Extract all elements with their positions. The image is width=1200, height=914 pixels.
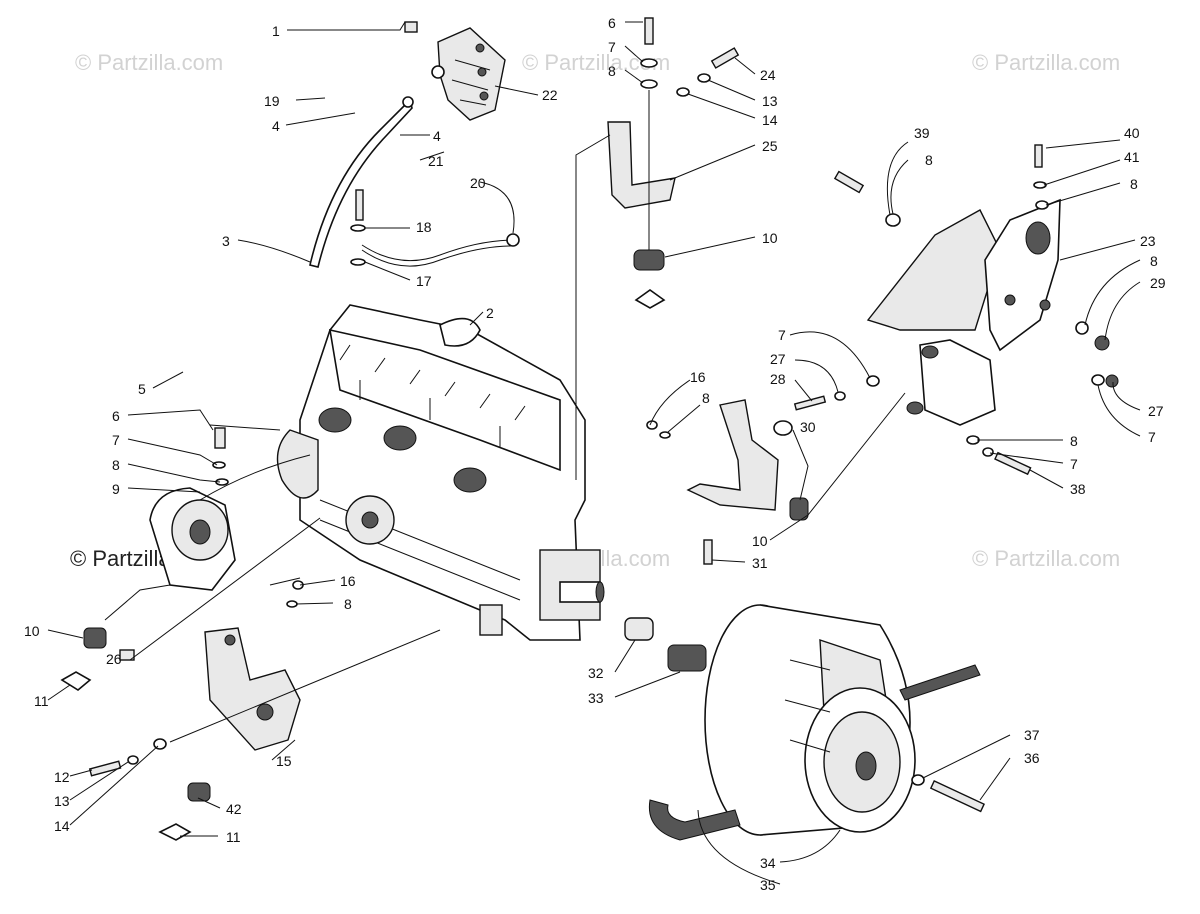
callout-label: 17	[416, 273, 432, 289]
callout-label: 26	[106, 651, 122, 667]
callout-label: 37	[1024, 727, 1040, 743]
callout-label: 23	[1140, 233, 1156, 249]
side-bracket	[646, 399, 809, 565]
ground-strap	[350, 189, 520, 267]
watermark: © Partzilla.com	[972, 50, 1120, 75]
callout-label: 8	[344, 596, 352, 612]
callout-label: 35	[760, 877, 776, 893]
callout-label: 7	[608, 39, 616, 55]
callout-label: 10	[762, 230, 778, 246]
callout-label: 11	[226, 829, 241, 845]
callout-label: 6	[608, 15, 616, 31]
callout-label: 32	[588, 665, 604, 681]
watermark: © Partzilla.com	[972, 546, 1120, 571]
callout-label: 34	[760, 855, 776, 871]
callout-label: 13	[762, 93, 778, 109]
callout-label: 10	[752, 533, 768, 549]
callout-label: 41	[1124, 149, 1140, 165]
oil-line-hose	[309, 96, 414, 268]
callout-label: 8	[925, 152, 933, 168]
drive-clutch	[704, 604, 985, 836]
callout-label: 16	[340, 573, 356, 589]
callout-label: 4	[433, 128, 441, 144]
callout-label: 14	[762, 112, 778, 128]
callout-label: 27	[1148, 403, 1164, 419]
callout-label: 14	[54, 818, 70, 834]
callout-label: 28	[770, 371, 786, 387]
callout-label: 18	[416, 219, 432, 235]
leader-lines	[47, 21, 1141, 885]
callout-label: 39	[914, 125, 930, 141]
front-motor-mount	[60, 627, 135, 691]
callout-label: 8	[1070, 433, 1078, 449]
exhaust-bracket	[404, 21, 506, 121]
callout-labels: 1 2 3 4 4 5 6 6 7 7 7 7 7 8 8 8 8 8 8 8 …	[24, 15, 1166, 893]
callout-label: 42	[226, 801, 242, 817]
callout-label: 15	[276, 753, 292, 769]
callout-label: 4	[272, 118, 280, 134]
callout-label: 20	[470, 175, 486, 191]
callout-label: 33	[588, 690, 604, 706]
callout-label: 7	[1148, 429, 1156, 445]
callout-label: 8	[608, 63, 616, 79]
callout-label: 31	[752, 555, 768, 571]
engine-plate	[773, 144, 1119, 476]
callout-label: 6	[112, 408, 120, 424]
callout-label: 38	[1070, 481, 1086, 497]
callout-label: 7	[1070, 456, 1078, 472]
callout-label: 3	[222, 233, 230, 249]
callout-label: 2	[486, 305, 494, 321]
starter-housing	[149, 427, 236, 591]
drive-belt	[648, 664, 981, 841]
callout-label: 36	[1024, 750, 1040, 766]
callout-label: 9	[112, 481, 120, 497]
engine-block	[276, 304, 605, 641]
callout-label: 5	[138, 381, 146, 397]
callout-label: 12	[54, 769, 70, 785]
upper-engine-bracket	[607, 17, 740, 309]
watermark: © Partzilla.com	[75, 50, 223, 75]
callout-label: 10	[24, 623, 40, 639]
callout-label: 7	[778, 327, 786, 343]
callout-label: 8	[702, 390, 710, 406]
spacer-bushing	[624, 617, 707, 672]
callout-label: 22	[542, 87, 558, 103]
callout-label: 40	[1124, 125, 1140, 141]
callout-label: 8	[1130, 176, 1138, 192]
callout-label: 24	[760, 67, 776, 83]
callout-label: 16	[690, 369, 706, 385]
callout-label: 7	[112, 432, 120, 448]
callout-label: 13	[54, 793, 70, 809]
callout-label: 29	[1150, 275, 1166, 291]
lower-front-bracket	[88, 580, 304, 841]
callout-label: 27	[770, 351, 786, 367]
callout-label: 8	[1150, 253, 1158, 269]
callout-label: 25	[762, 138, 778, 154]
callout-label: 8	[112, 457, 120, 473]
callout-label: 30	[800, 419, 816, 435]
callout-label: 11	[34, 693, 49, 709]
callout-label: 19	[264, 93, 280, 109]
callout-label: 21	[428, 153, 444, 169]
callout-label: 1	[272, 23, 280, 39]
